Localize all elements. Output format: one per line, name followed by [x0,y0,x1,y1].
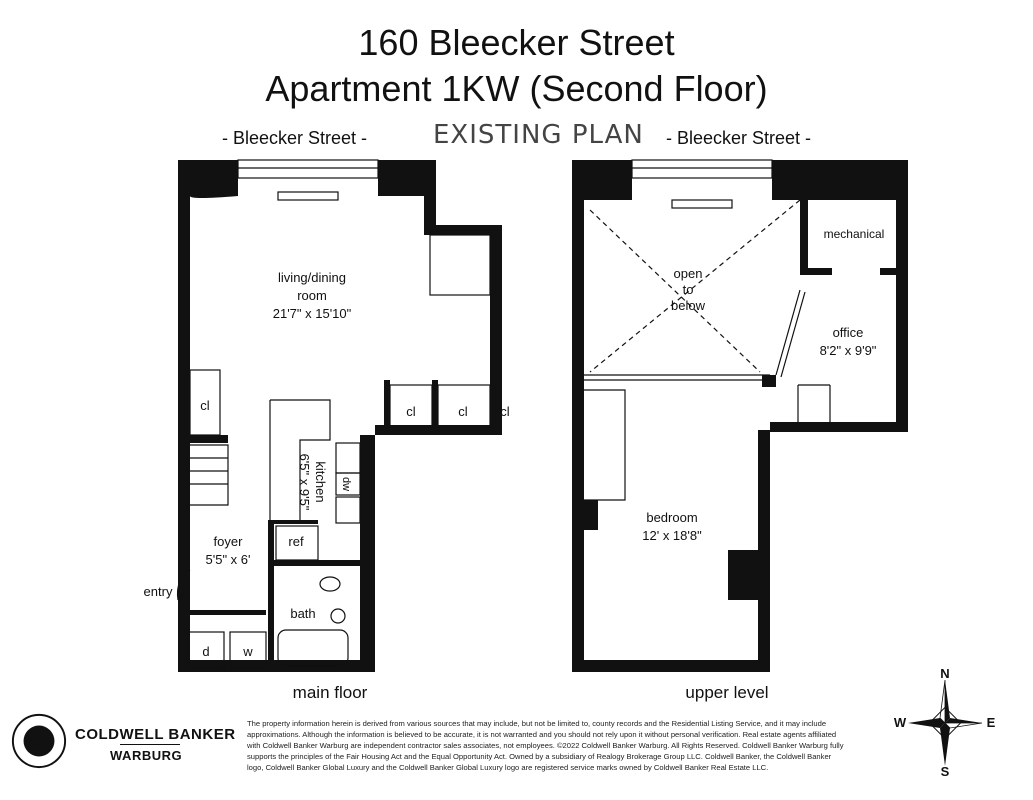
street-label-right: - Bleecker Street - [666,128,812,148]
closet-label: cl [500,404,510,419]
kitchen-dims: 6'5" x 9'5" [297,454,312,511]
open-label-3: below [671,298,706,313]
closet-label: cl [200,398,210,413]
bath-label: bath [290,606,315,621]
main-floor-label: main floor [293,683,368,702]
disclaimer-text: The property information herein is deriv… [247,719,844,772]
office-dims: 8'2" x 9'9" [820,343,877,358]
ref-label: ref [288,534,304,549]
unit-title: Apartment 1KW (Second Floor) [265,68,768,109]
room-labels: living/dining room 21'7" x 15'10" cl cl … [144,227,885,702]
upper-level-fixtures [584,159,831,501]
living-room-dims: 21'7" x 15'10" [273,306,352,321]
dishwasher-label: dw [340,477,352,491]
bedroom-dims: 12' x 18'8" [642,528,702,543]
closet-label: cl [458,404,468,419]
main-floor-fixtures [176,159,491,669]
address-title: 160 Bleecker Street [358,22,675,63]
badge-mark: CB [29,735,50,751]
kitchen-name: kitchen [313,461,328,502]
washer-label: w [242,644,253,659]
entry-label: entry [144,584,173,599]
upper-level-label: upper level [685,683,768,702]
compass-west: W [894,715,907,730]
closet-label: cl [406,404,416,419]
office-name: office [833,325,864,340]
upper-level-walls [572,160,908,672]
main-floor-walls [178,160,502,672]
open-label-1: open [674,266,703,281]
bedroom-name: bedroom [646,510,697,525]
mechanical-label: mechanical [824,227,885,241]
brand-divider [120,744,180,745]
dryer-label: d [202,644,209,659]
compass-east: E [987,715,996,730]
compass-south: S [941,764,950,778]
brand-name: COLDWELL BANKER [75,726,236,743]
living-room-name: living/dining [278,270,346,285]
plan-label: EXISTING PLAN [433,120,644,150]
living-room-name2: room [297,288,327,303]
compass-rose-icon: N S W E [894,668,996,778]
compass-north: N [940,668,949,681]
brand-office: WARBURG [110,748,183,763]
foyer-name: foyer [214,534,244,549]
open-label-2: to [683,282,694,297]
foyer-dims: 5'5" x 6' [206,552,251,567]
street-label-left: - Bleecker Street - [222,128,368,148]
global-luxury-badge-icon: CB [11,713,67,769]
